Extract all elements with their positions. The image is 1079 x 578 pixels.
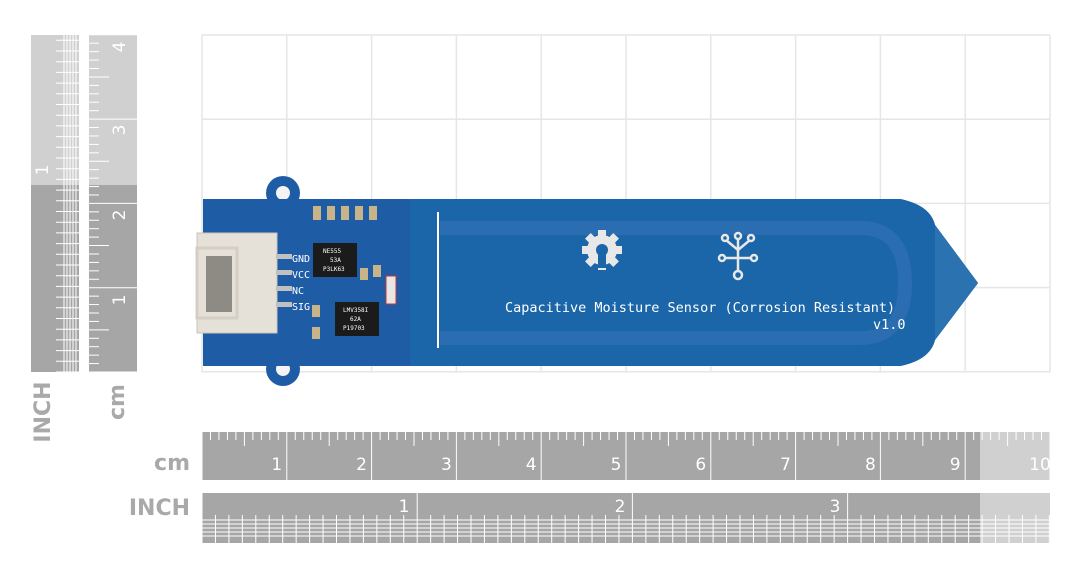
inch-label: 1 (33, 165, 53, 176)
sensor-title: Capacitive Moisture Sensor (Corrosion Re… (505, 300, 895, 316)
moisture-sensor-board: GND VCC NC SIG NE555 53A P3LK63 LMV358I … (195, 176, 978, 386)
pin-label-vcc: VCC (292, 270, 310, 281)
circuit-logo-icon (717, 231, 759, 281)
cm-label: 8 (865, 455, 876, 475)
svg-text:53A: 53A (330, 257, 341, 264)
cm-unit-label: cm (154, 451, 190, 476)
inch-unit-label: INCH (31, 381, 56, 442)
sensor-tip (935, 225, 978, 340)
diode (385, 275, 397, 305)
inch-label: 1 (399, 497, 410, 517)
svg-text:62A: 62A (350, 316, 361, 323)
sensor-version: v1.0 (873, 317, 906, 333)
cm-label: 4 (110, 42, 130, 53)
cm-label: 6 (695, 455, 706, 475)
cm-label: 7 (780, 455, 791, 475)
left-inch-ruler: 1 (31, 29, 79, 373)
chip-ne555: NE555 53A P3LK63 (313, 243, 357, 277)
inch-label: 3 (830, 497, 841, 517)
pin-label-nc: NC (292, 286, 304, 297)
cm-label: 3 (441, 455, 452, 475)
inch-label: 2 (615, 497, 626, 517)
left-cm-ruler: 1 2 3 4 (89, 34, 137, 373)
cm-label: 2 (356, 455, 367, 475)
svg-text:P19703: P19703 (343, 325, 365, 332)
grove-connector (195, 232, 278, 334)
cm-unit-label: cm (105, 384, 130, 420)
cm-label: 1 (110, 295, 130, 306)
cm-label: 5 (611, 455, 622, 475)
cm-label: 10 (1029, 455, 1051, 475)
cm-label: 1 (271, 455, 282, 475)
bottom-cm-ruler: 1 2 3 4 5 6 7 8 9 10 (201, 432, 1051, 480)
cm-label: 3 (110, 125, 130, 136)
svg-text:NE555: NE555 (323, 248, 341, 255)
pin-label-gnd: GND (292, 254, 310, 265)
pin-label-sig: SIG (292, 302, 310, 313)
svg-text:P3LK63: P3LK63 (323, 266, 345, 273)
cm-label: 9 (950, 455, 961, 475)
svg-text:LMV358I: LMV358I (343, 307, 369, 314)
chip-lmv358: LMV358I 62A P19703 (335, 302, 379, 336)
cm-label: 4 (526, 455, 537, 475)
gear-logo-icon (582, 230, 622, 270)
inch-unit-label: INCH (129, 496, 190, 521)
bottom-inch-ruler: 1 2 3 (201, 493, 1064, 543)
cm-label: 2 (110, 210, 130, 221)
